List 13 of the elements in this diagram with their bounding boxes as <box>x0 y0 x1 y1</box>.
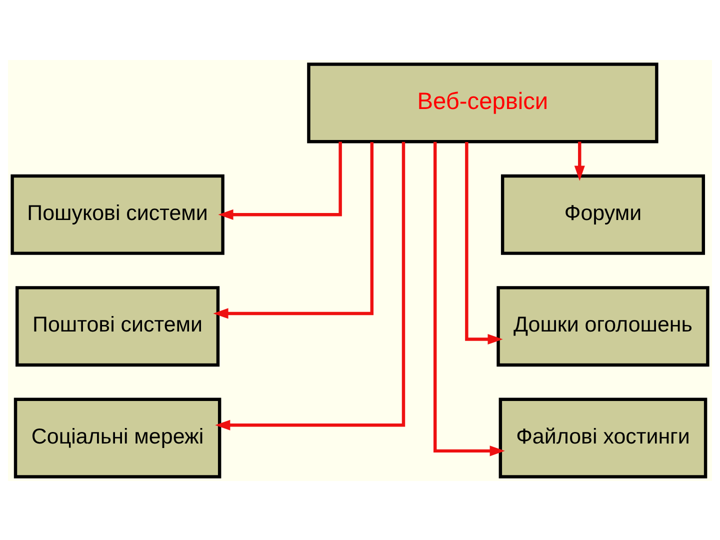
node-box: Веб-сервіси <box>307 62 658 143</box>
arrow <box>465 141 503 344</box>
node-box: Форуми <box>500 174 706 254</box>
arrow <box>215 141 406 430</box>
node-box: Соціальні мережі <box>14 397 222 478</box>
node-box: Файлові хостинги <box>498 397 708 478</box>
arrow <box>574 141 585 180</box>
node-box: Поштові системи <box>16 286 220 366</box>
arrow <box>433 141 505 456</box>
arrow <box>213 142 374 318</box>
node-box: Дошки оголошень <box>496 286 710 366</box>
arrow <box>218 141 342 220</box>
node-box: Пошукові системи <box>10 174 224 254</box>
